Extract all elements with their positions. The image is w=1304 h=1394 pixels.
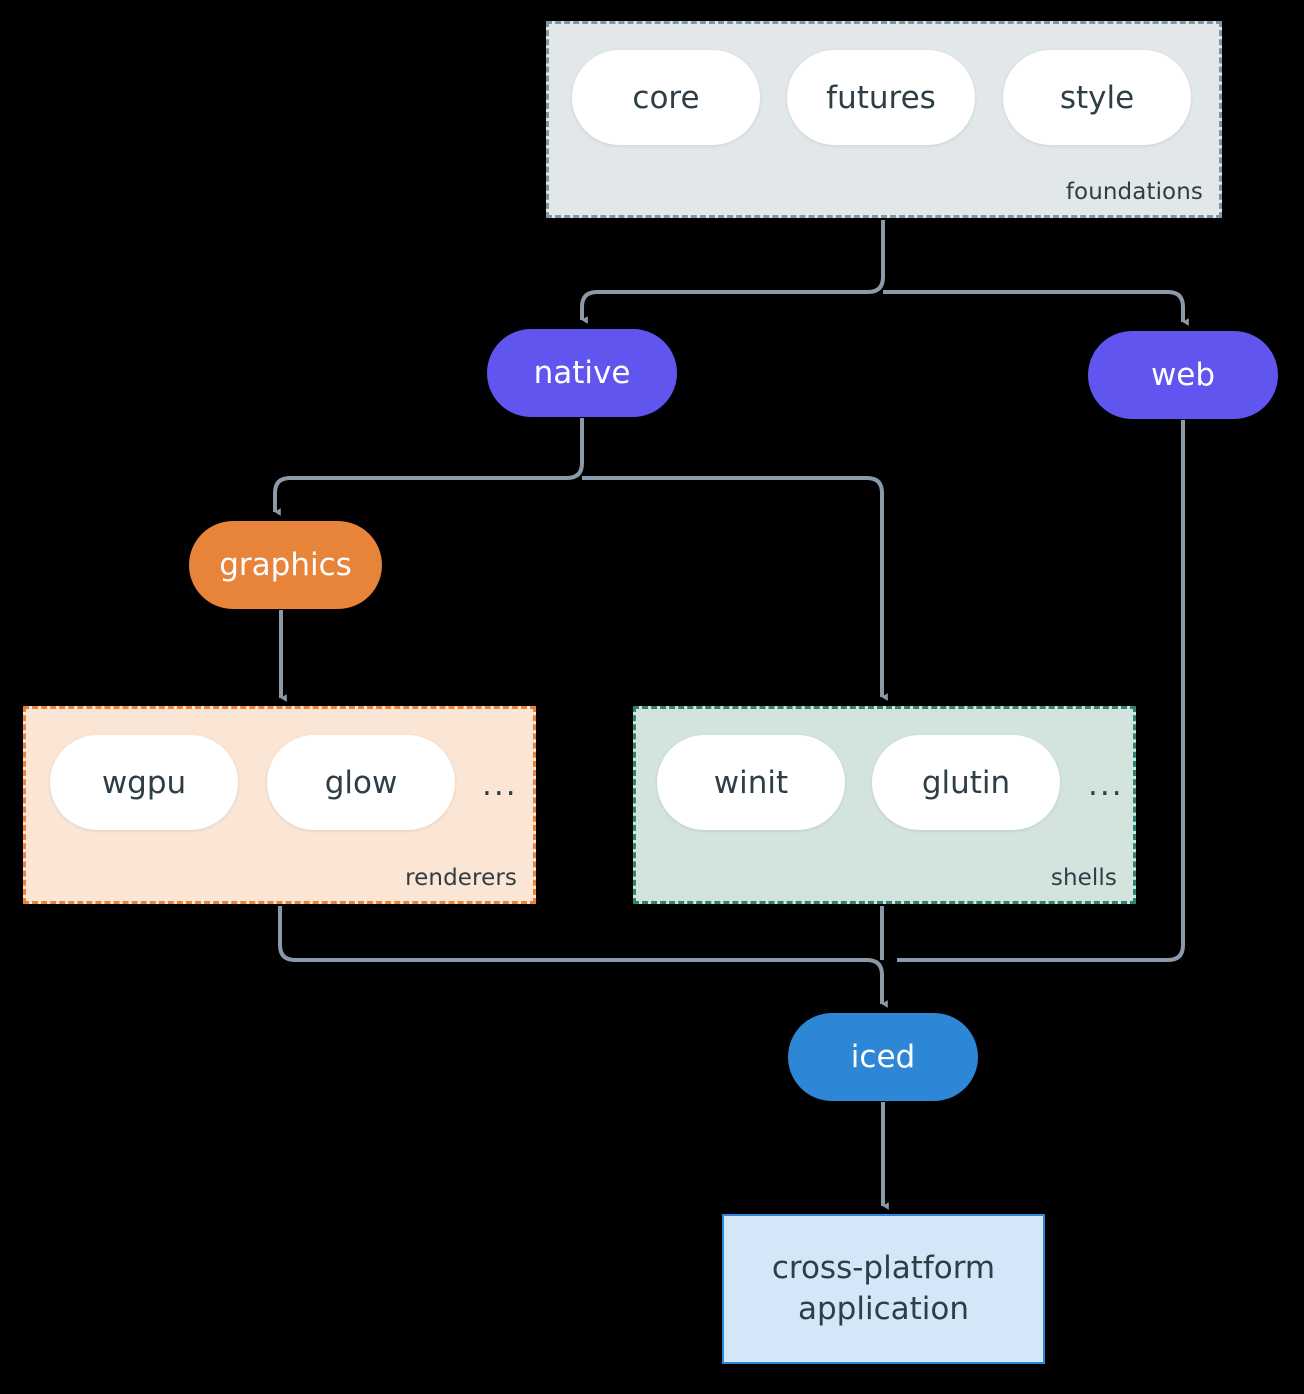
renderers-overflow-ellipsis: ... — [482, 767, 518, 803]
cluster-label-foundations: foundations — [1065, 179, 1203, 205]
node-iced[interactable]: iced — [788, 1013, 978, 1101]
node-native-label: native — [533, 355, 631, 391]
leaf-glow[interactable]: glow — [267, 735, 455, 830]
leaf-wgpu-label: wgpu — [101, 764, 187, 801]
node-web[interactable]: web — [1088, 331, 1278, 419]
leaf-core-label: core — [632, 79, 700, 116]
edge-native-graphics — [273, 418, 584, 516]
edge-foundations-native — [580, 220, 885, 324]
cluster-label-shells: shells — [1050, 865, 1117, 891]
leaf-style-label: style — [1059, 79, 1135, 116]
node-graphics-label: graphics — [219, 547, 352, 583]
node-native[interactable]: native — [487, 329, 677, 417]
leaf-glutin[interactable]: glutin — [872, 735, 1060, 830]
leaf-futures[interactable]: futures — [787, 50, 975, 145]
node-web-label: web — [1150, 357, 1216, 393]
leaf-glow-label: glow — [324, 764, 398, 801]
leaf-style[interactable]: style — [1003, 50, 1191, 145]
node-iced-label: iced — [850, 1039, 916, 1075]
edge-foundations-web — [883, 290, 1189, 326]
cluster-label-renderers: renderers — [405, 865, 517, 891]
leaf-winit[interactable]: winit — [657, 735, 845, 830]
leaf-core[interactable]: core — [572, 50, 760, 145]
node-cross-platform-application[interactable]: cross-platform application — [722, 1214, 1045, 1364]
leaf-futures-label: futures — [826, 79, 936, 116]
shells-overflow-ellipsis: ... — [1088, 767, 1124, 803]
leaf-winit-label: winit — [713, 764, 789, 801]
edge-native-shells — [582, 476, 888, 701]
leaf-glutin-label: glutin — [921, 764, 1011, 801]
node-application-label-line2: application — [798, 1291, 969, 1327]
edge-renderers-iced — [278, 906, 888, 1008]
node-application-label-line1: cross-platform — [771, 1250, 996, 1287]
node-graphics[interactable]: graphics — [189, 521, 382, 609]
leaf-wgpu[interactable]: wgpu — [50, 735, 238, 830]
